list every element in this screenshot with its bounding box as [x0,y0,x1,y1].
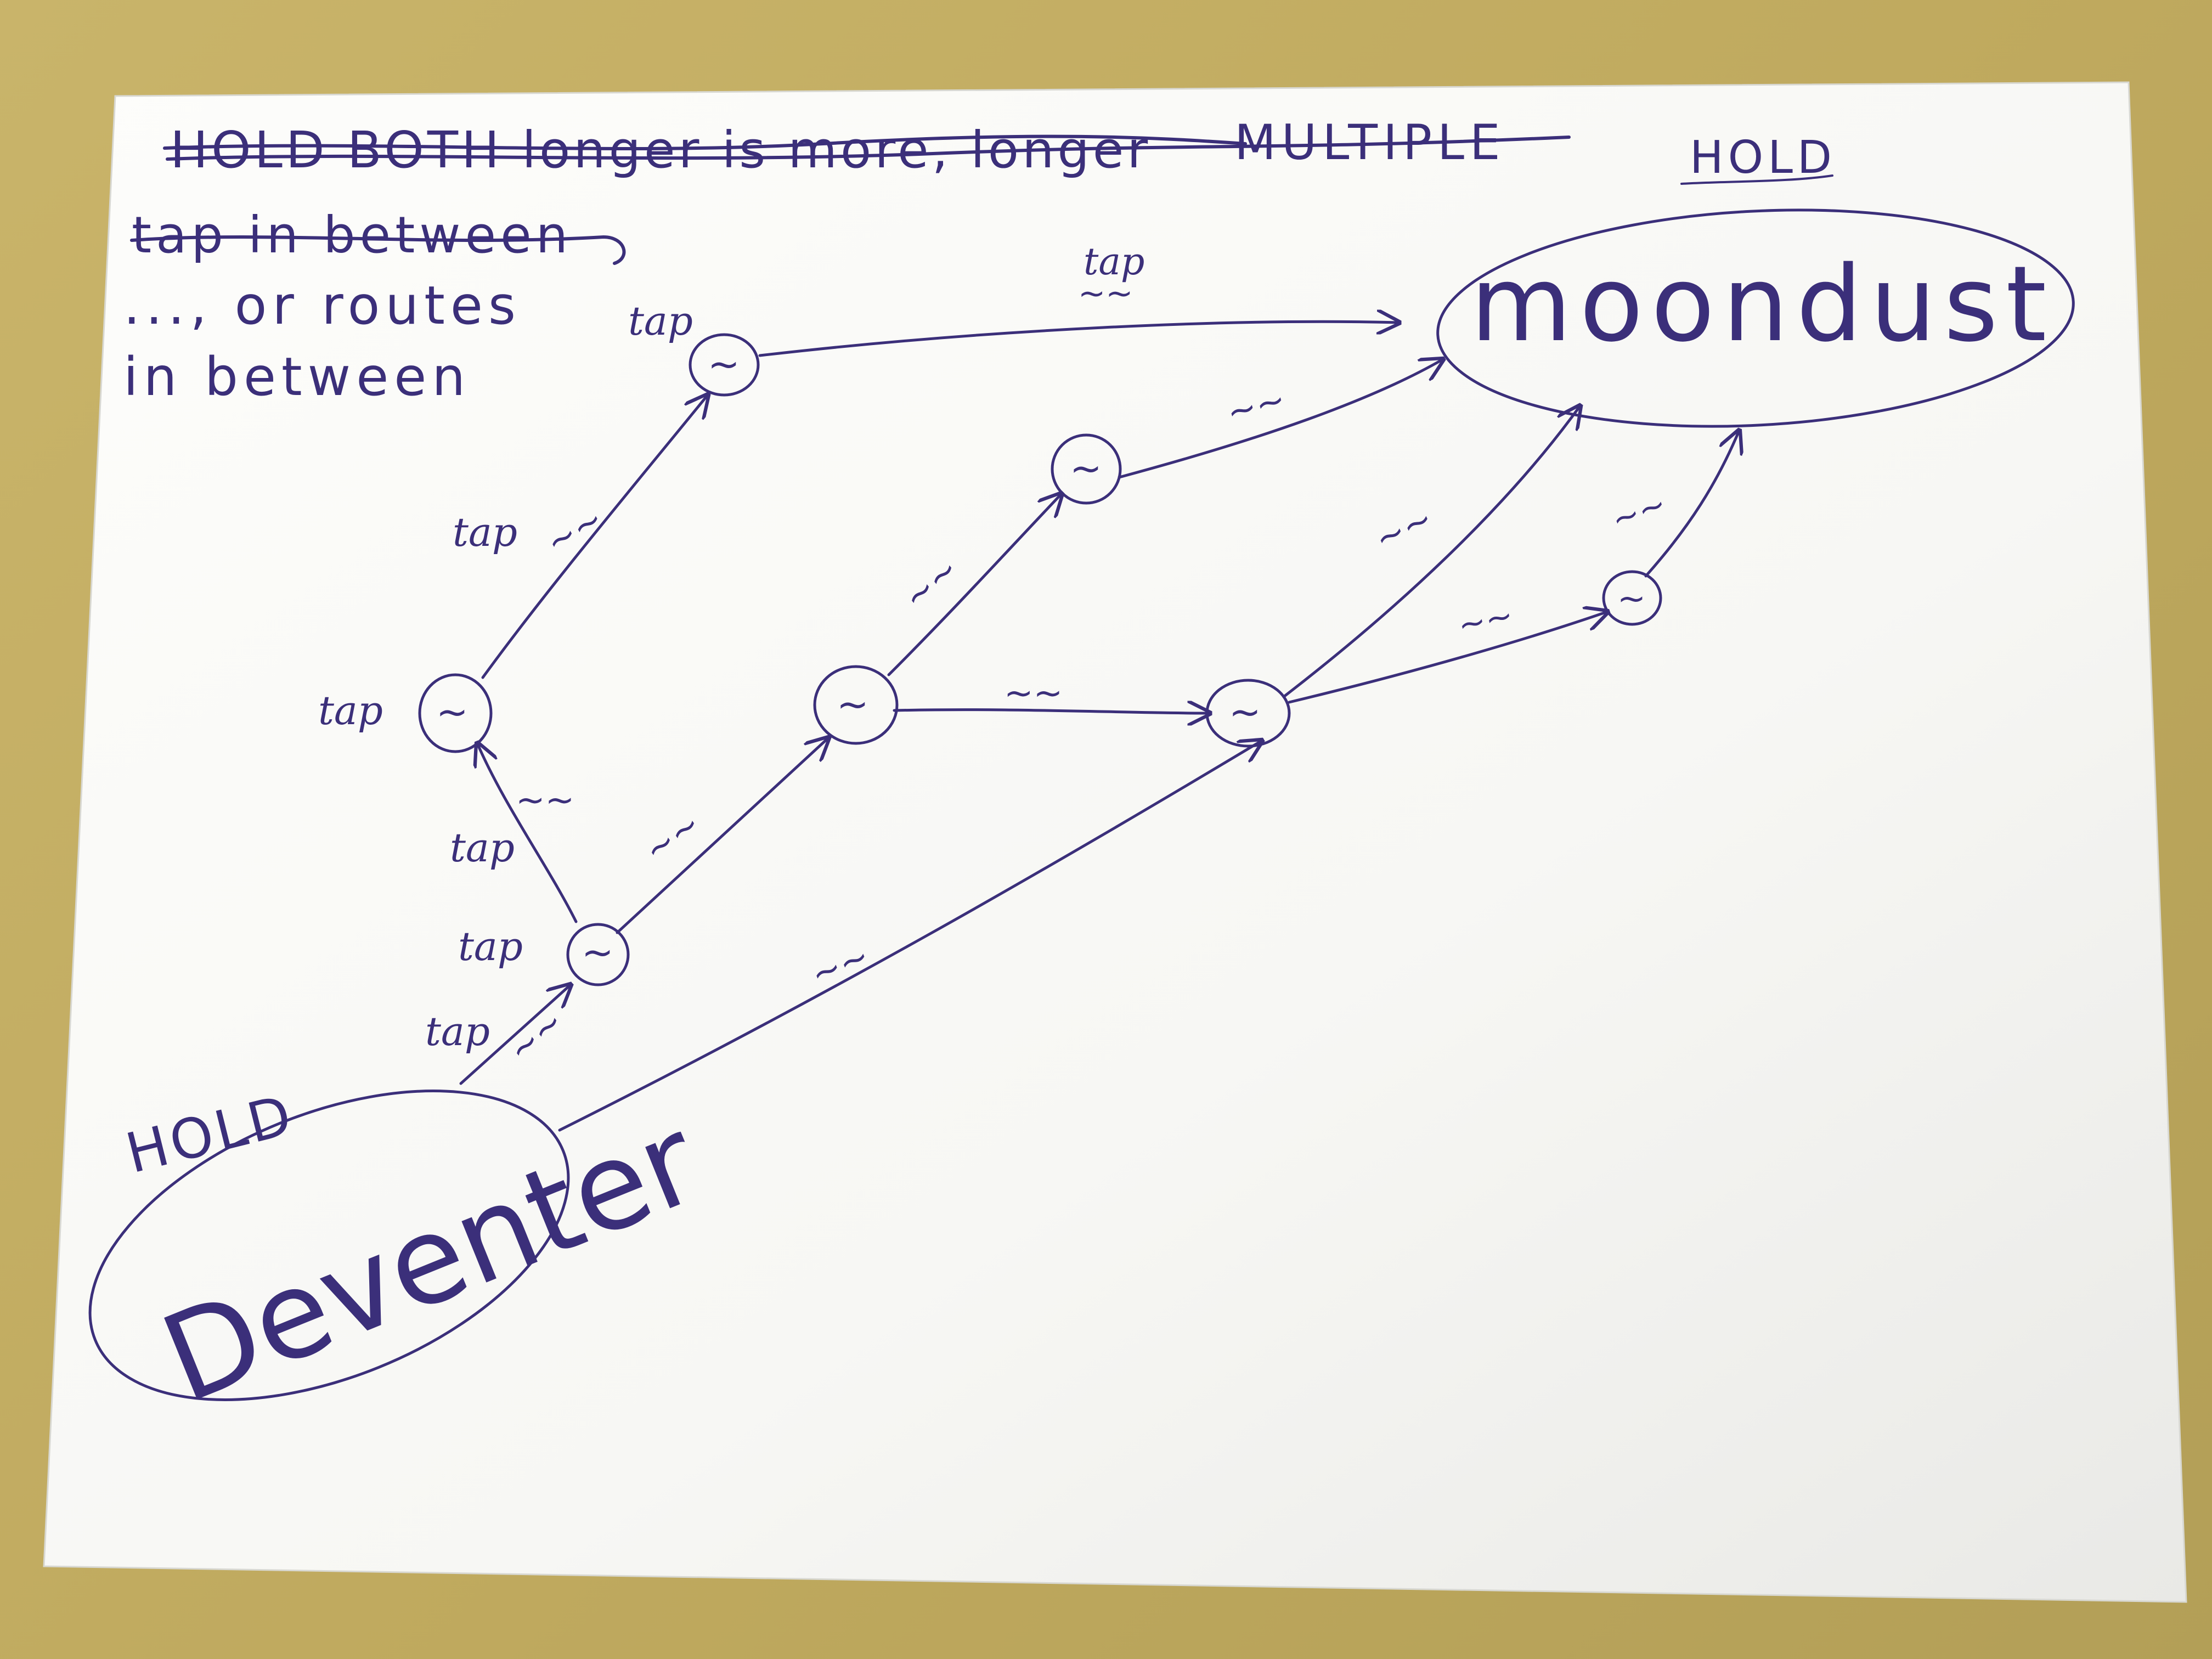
label-tap-2: tap [458,923,523,969]
svg-text:~: ~ [1617,578,1646,618]
svg-text:~: ~ [582,930,614,975]
note-line1-kept: MULTIPLE [1234,114,1506,171]
note-line4: in between [123,346,471,408]
edges [459,321,1739,1132]
end-annotation-underline [1680,174,1833,185]
edge-n1-n3 [616,738,828,934]
label-wave-7: ~~ [1004,673,1063,714]
edge-n6-moondust [1118,359,1443,479]
label-tap-5: tap [453,509,517,555]
edge-n3-n6 [887,494,1062,676]
svg-text:~: ~ [837,682,869,727]
edge-deventer-n1 [459,985,571,1085]
end-node-annotation: HOLD [1690,132,1836,184]
end-node-label: moondust [1470,244,2055,365]
label-wave-2: ~~ [516,780,574,821]
node-4: ~ [689,333,760,397]
edge-n7-moondust [1644,431,1739,578]
label-tap-7: tap [1084,240,1144,284]
edge-n2-n4 [481,395,708,679]
notes-block: HOLD BOTH longer is more, longer MULTIPL… [123,114,1571,408]
svg-text:~: ~ [708,342,740,387]
intermediate-nodes: ~ ~ ~ ~ ~ ~ ~ [418,333,1662,986]
paper-sheet [43,81,2187,1603]
node-1: ~ [566,923,630,986]
label-tap-4: tap [318,687,383,733]
edge-n1-n2 [477,743,578,923]
svg-text:~: ~ [1070,446,1102,491]
label-wave-4: ~~ [1078,274,1133,313]
node-3: ~ [813,665,899,745]
end-node: moondust HOLD [1436,132,2075,428]
strikethrough-line1 [163,134,1247,151]
edge-n3-n5 [893,710,1210,713]
strikethrough-line1b [166,136,1571,161]
note-line3: ..., or routes [123,275,521,336]
start-node-ellipse [88,1090,570,1401]
node-5: ~ [1205,679,1291,748]
label-tap-3: tap [450,825,515,871]
svg-text:~: ~ [1229,690,1261,735]
strikethrough-line2 [130,235,626,265]
node-7: ~ [1602,570,1662,626]
edge-deventer-n5 [558,741,1262,1132]
edge-n4-moondust [758,321,1399,357]
note-line2-struck: tap in between [132,206,572,264]
edge-n5-moondust [1282,406,1580,698]
edge-n5-n7 [1288,612,1607,704]
end-node-ellipse [1436,208,2075,428]
node-2: ~ [418,673,493,753]
label-tap-1: tap [425,1008,490,1054]
node-6: ~ [1051,433,1122,505]
label-tap-6: tap [628,298,693,344]
svg-text:~: ~ [436,690,469,735]
